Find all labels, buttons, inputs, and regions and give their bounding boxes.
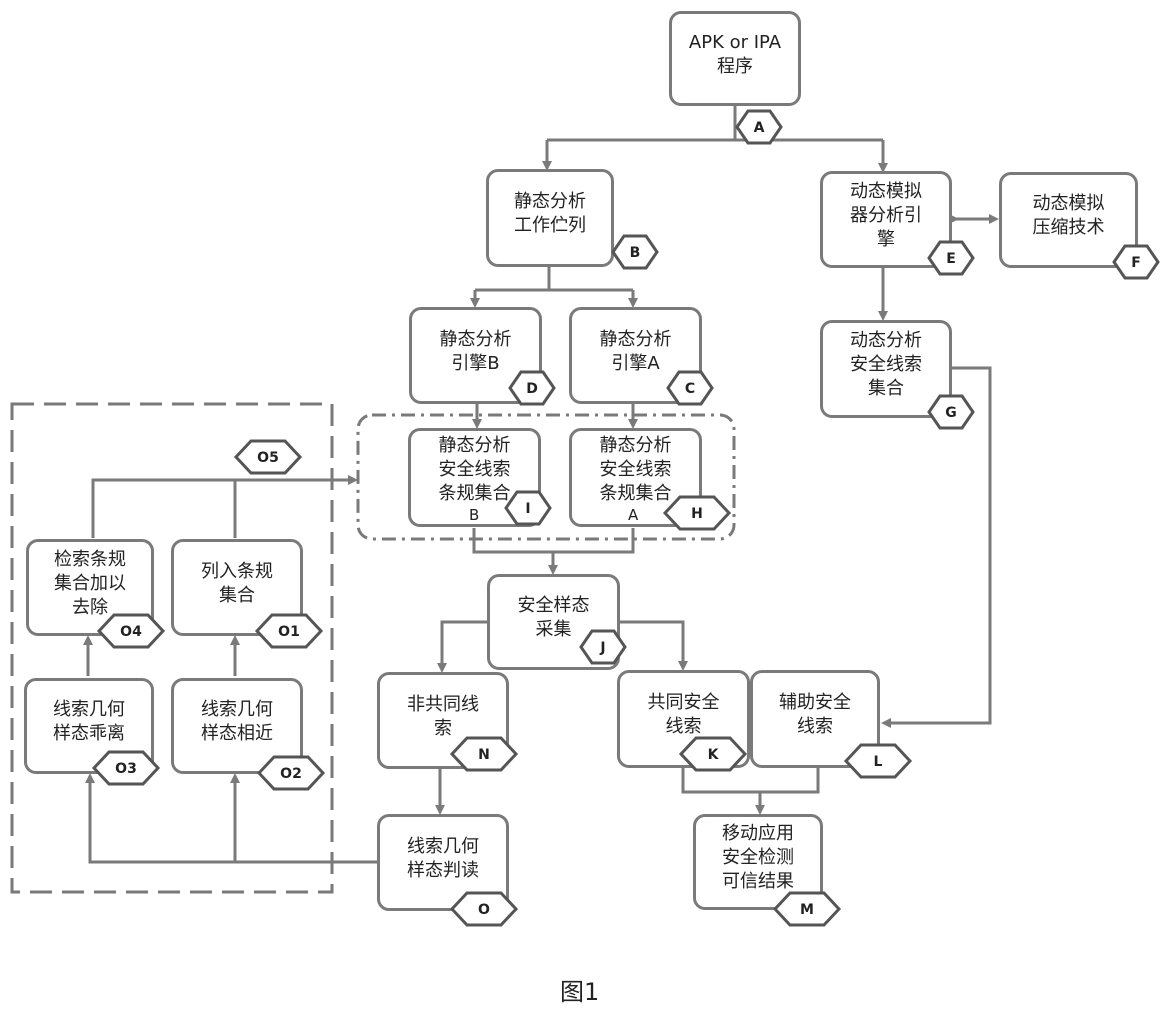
badge-h: H [665,497,729,529]
badge-d: D [510,372,554,404]
badge-o3: O3 [94,752,158,784]
svg-text:J: J [599,640,605,656]
svg-text:H: H [691,506,703,522]
svg-text:B: B [630,245,641,261]
badge-o: O [452,893,516,925]
badge-b: B [613,236,657,268]
badge-a: A [737,111,781,143]
badge-j: J [581,631,625,663]
svg-text:F: F [1131,255,1141,271]
svg-text:M: M [800,902,814,918]
svg-text:D: D [526,381,538,397]
badge-c: C [668,372,712,404]
svg-text:G: G [945,405,957,421]
badge-e: E [929,242,973,274]
svg-text:N: N [478,747,490,763]
badge-g: G [929,396,973,428]
svg-text:O2: O2 [280,766,302,782]
svg-text:A: A [754,120,765,136]
badge-n: N [452,738,516,770]
badge-f: F [1114,246,1158,278]
svg-text:K: K [708,747,720,763]
badge-o2: O2 [259,757,323,789]
badge-o4: O4 [99,615,163,647]
svg-text:O3: O3 [115,761,137,777]
svg-text:O1: O1 [278,624,300,640]
badge-o1: O1 [257,615,321,647]
badge-k: K [681,738,745,770]
svg-text:C: C [685,381,695,397]
svg-text:L: L [874,754,883,770]
badge-m: M [775,893,839,925]
svg-text:O5: O5 [257,450,279,466]
svg-text:O: O [478,902,490,918]
badge-i: I [506,492,550,524]
figure-caption: 图1 [560,972,599,1007]
svg-text:O4: O4 [120,624,142,640]
badge-o5: O5 [236,441,300,473]
svg-text:E: E [946,251,956,267]
svg-text:I: I [525,501,530,517]
badge-l: L [846,745,910,777]
